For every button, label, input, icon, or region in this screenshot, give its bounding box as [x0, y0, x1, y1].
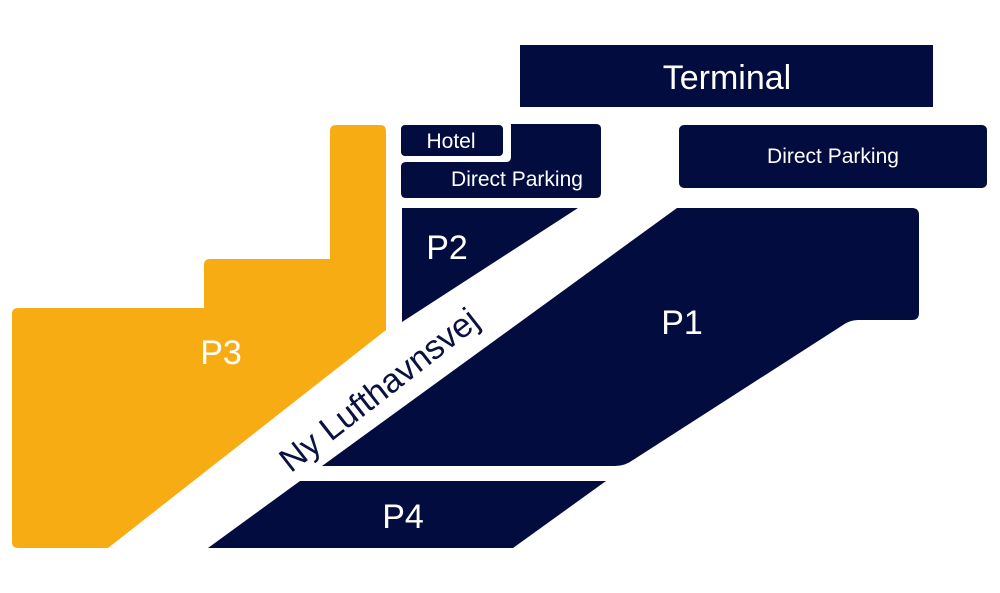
p2-area[interactable]: P2	[402, 208, 578, 322]
direct-parking-right-area[interactable]: Direct Parking	[679, 125, 987, 188]
p4-label: P4	[382, 498, 424, 536]
p1-area[interactable]: P1	[322, 208, 919, 466]
p1-label: P1	[661, 304, 703, 342]
hotel-label: Hotel	[426, 130, 475, 153]
direct-parking-left-area[interactable]: Direct Parking	[401, 124, 601, 198]
p2-label: P2	[426, 229, 468, 267]
direct-parking-right-label: Direct Parking	[767, 145, 899, 168]
p4-area[interactable]: P4	[208, 481, 606, 548]
hotel-area[interactable]: Hotel	[401, 125, 503, 156]
direct-parking-left-label: Direct Parking	[451, 168, 583, 191]
p3-label: P3	[200, 334, 242, 372]
p3-area[interactable]: P3	[12, 125, 386, 548]
terminal-label: Terminal	[663, 59, 791, 97]
terminal-area[interactable]: Terminal	[520, 45, 933, 107]
